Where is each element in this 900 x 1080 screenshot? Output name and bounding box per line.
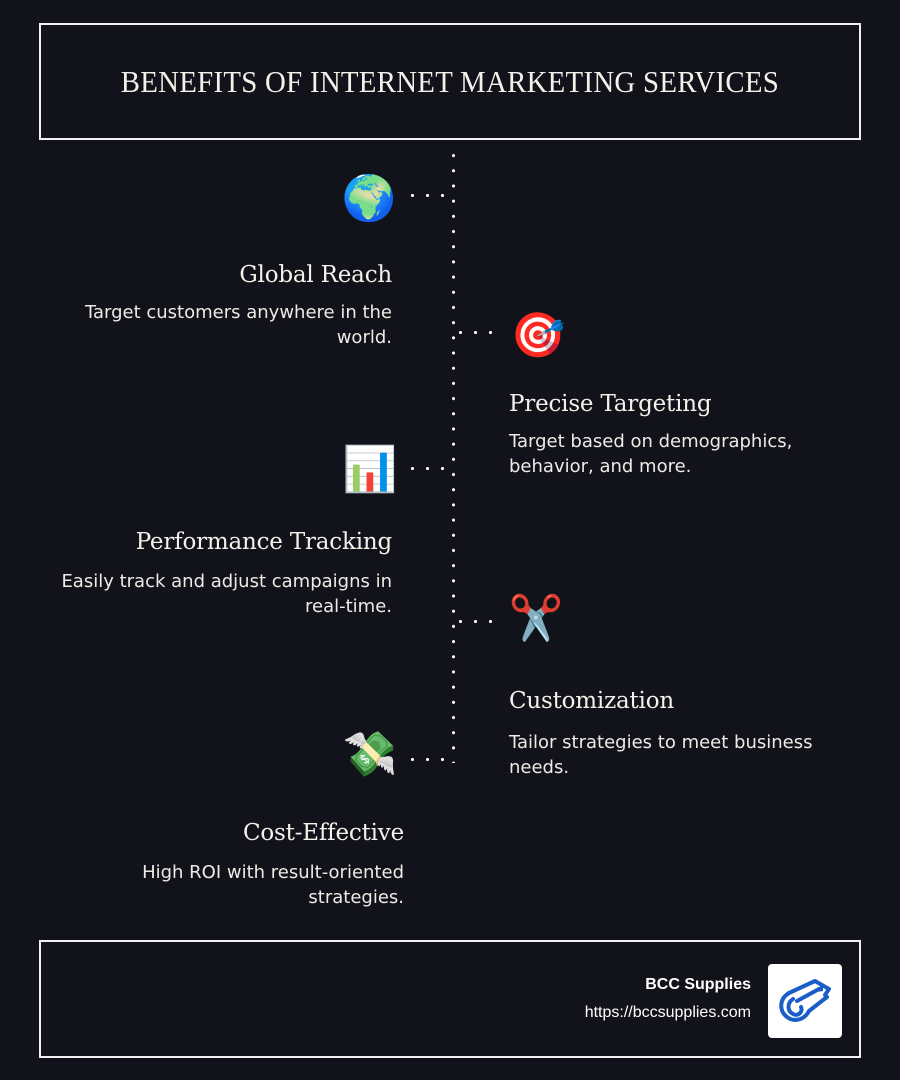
connector-dots [453, 620, 501, 623]
money-with-wings-icon: 💸 [342, 729, 398, 780]
brand-url[interactable]: https://bccsupplies.com [584, 1004, 751, 1021]
item-title-global-reach: Global Reach [239, 262, 392, 288]
brand-logo [768, 964, 842, 1038]
page-title: BENEFITS OF INTERNET MARKETING SERVICES [120, 63, 780, 99]
item-title-cost-effective: Cost-Effective [243, 820, 404, 846]
item-title-customization: Customization [509, 688, 674, 714]
item-desc-cost-effective: High ROI with result-oriented strategies… [142, 862, 404, 908]
connector-dots [405, 194, 453, 197]
timeline-dotted-line [452, 148, 455, 763]
item-desc-customization: Tailor strategies to meet business needs… [509, 732, 813, 778]
globe-icon: 🌍 [341, 173, 397, 224]
connector-dots [453, 331, 501, 334]
item-title-precise-targeting: Precise Targeting [509, 391, 712, 417]
bar-chart-icon: 📊 [342, 444, 398, 495]
connector-dots [405, 467, 453, 470]
scissors-icon: ✂️ [508, 593, 564, 644]
target-icon: 🎯 [510, 310, 566, 361]
item-desc-precise-targeting: Target based on demographics, behavior, … [509, 431, 793, 477]
connector-dots [405, 758, 453, 761]
brand-name: BCC Supplies [645, 976, 751, 993]
item-title-performance-tracking: Performance Tracking [135, 529, 393, 555]
paper-roll-logo-icon [779, 979, 831, 1022]
item-desc-performance-tracking: Easily track and adjust campaigns in rea… [61, 571, 392, 617]
item-desc-global-reach: Target customers anywhere in the world. [84, 302, 392, 348]
title-box: BENEFITS OF INTERNET MARKETING SERVICES [39, 23, 861, 140]
footer-box: BCC Supplies https://bccsupplies.com [39, 940, 861, 1058]
